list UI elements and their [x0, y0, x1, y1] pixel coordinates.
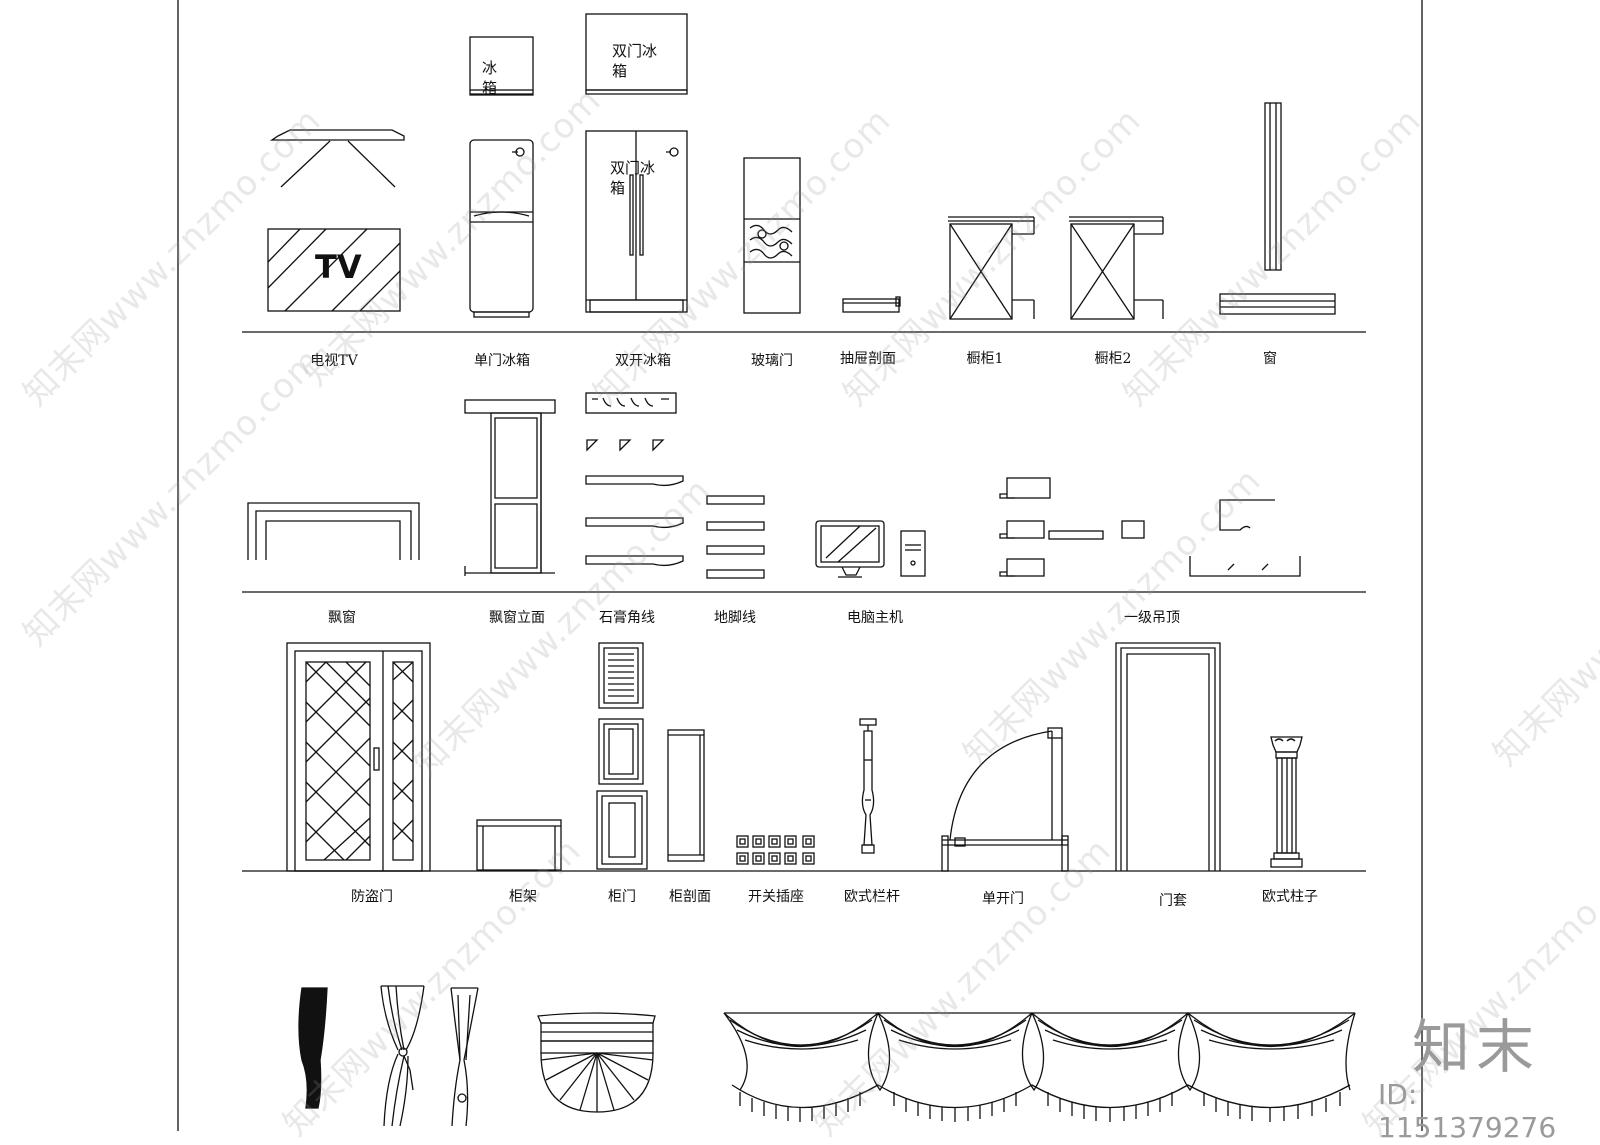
single-door-symbol [941, 727, 1069, 872]
tv-front-symbol [267, 228, 401, 312]
double-fridge-front [585, 130, 688, 313]
tv-screen-text: TV [315, 248, 362, 286]
cabinet1-symbol [948, 216, 1035, 320]
label-cabinet2: 橱柜2 [1094, 351, 1132, 367]
curtain-dark-symbol [298, 987, 328, 1109]
double-fridge-plan [585, 13, 688, 95]
glass-door-symbol [743, 157, 801, 314]
label-bay-window-elev: 飘窗立面 [489, 610, 545, 626]
label-single-door: 单开门 [982, 891, 1024, 907]
single-fridge-plan [469, 36, 534, 96]
label-fridge-single: 单门冰箱 [474, 353, 530, 369]
door-casing-symbol [1115, 642, 1221, 871]
label-drawer-section: 抽屉剖面 [840, 351, 896, 367]
window-symbol [1219, 102, 1336, 315]
euro-railing-symbol [859, 718, 877, 854]
label-fridge-double: 双开冰箱 [615, 353, 671, 369]
ceiling-symbol [999, 477, 1301, 577]
double-fridge-plan-text-2: 箱 [612, 62, 628, 80]
label-window: 窗 [1263, 351, 1277, 367]
fridge-plan-text-1: 冰 [482, 59, 498, 77]
curtain-tied-symbol [380, 985, 425, 1127]
euro-column-symbol [1270, 736, 1303, 868]
tv-wall-mount-symbol [269, 129, 405, 188]
label-tv: 电视TV [310, 353, 358, 369]
drawer-section-symbol [842, 296, 901, 313]
curtain-side-symbol [450, 987, 479, 1127]
label-cabinet1: 橱柜1 [966, 351, 1004, 367]
label-ceiling: 一级吊顶 [1124, 610, 1180, 626]
roman-blind-symbol [537, 1012, 656, 1113]
double-fridge-plan-text-1: 双门冰 [612, 42, 658, 60]
cabinet-door-symbol [596, 642, 648, 870]
label-plaster-line: 石膏角线 [599, 610, 655, 626]
label-baseboard: 地脚线 [714, 610, 756, 626]
double-fridge-front-text-2: 箱 [610, 179, 626, 197]
label-euro-column: 欧式柱子 [1262, 889, 1318, 905]
label-switch-socket: 开关插座 [748, 889, 804, 905]
double-fridge-front-text-1: 双门冰 [610, 159, 656, 177]
security-door-symbol [286, 642, 431, 872]
fridge-plan-text-2: 箱 [482, 79, 498, 97]
brand-logo: 知末 [1412, 1013, 1541, 1081]
label-cabinet-door: 柜门 [608, 889, 636, 905]
label-security-door: 防盗门 [351, 889, 393, 905]
plaster-line-symbol [585, 392, 684, 567]
bay-window-elevation-symbol [464, 399, 556, 576]
single-fridge-front [469, 139, 534, 318]
switch-socket-symbol [736, 835, 815, 865]
computer-symbol [815, 520, 926, 578]
bay-window-symbol [247, 502, 420, 560]
label-bay-window: 飘窗 [328, 610, 356, 626]
image-id-text: ID: 1151379276 [1378, 1078, 1557, 1144]
label-door-casing: 门套 [1159, 893, 1187, 909]
cabinet-frame-symbol [476, 819, 562, 871]
cabinet-section-symbol [667, 729, 705, 862]
label-computer: 电脑主机 [847, 610, 903, 626]
label-cabinet-frame: 柜架 [509, 889, 537, 905]
label-glass-door: 玻璃门 [751, 353, 793, 369]
cabinet2-symbol [1069, 216, 1164, 320]
label-euro-railing: 欧式栏杆 [844, 889, 900, 905]
baseboard-symbol [706, 495, 765, 579]
valance-symbol [723, 1012, 1356, 1122]
label-cabinet-section: 柜剖面 [669, 889, 711, 905]
